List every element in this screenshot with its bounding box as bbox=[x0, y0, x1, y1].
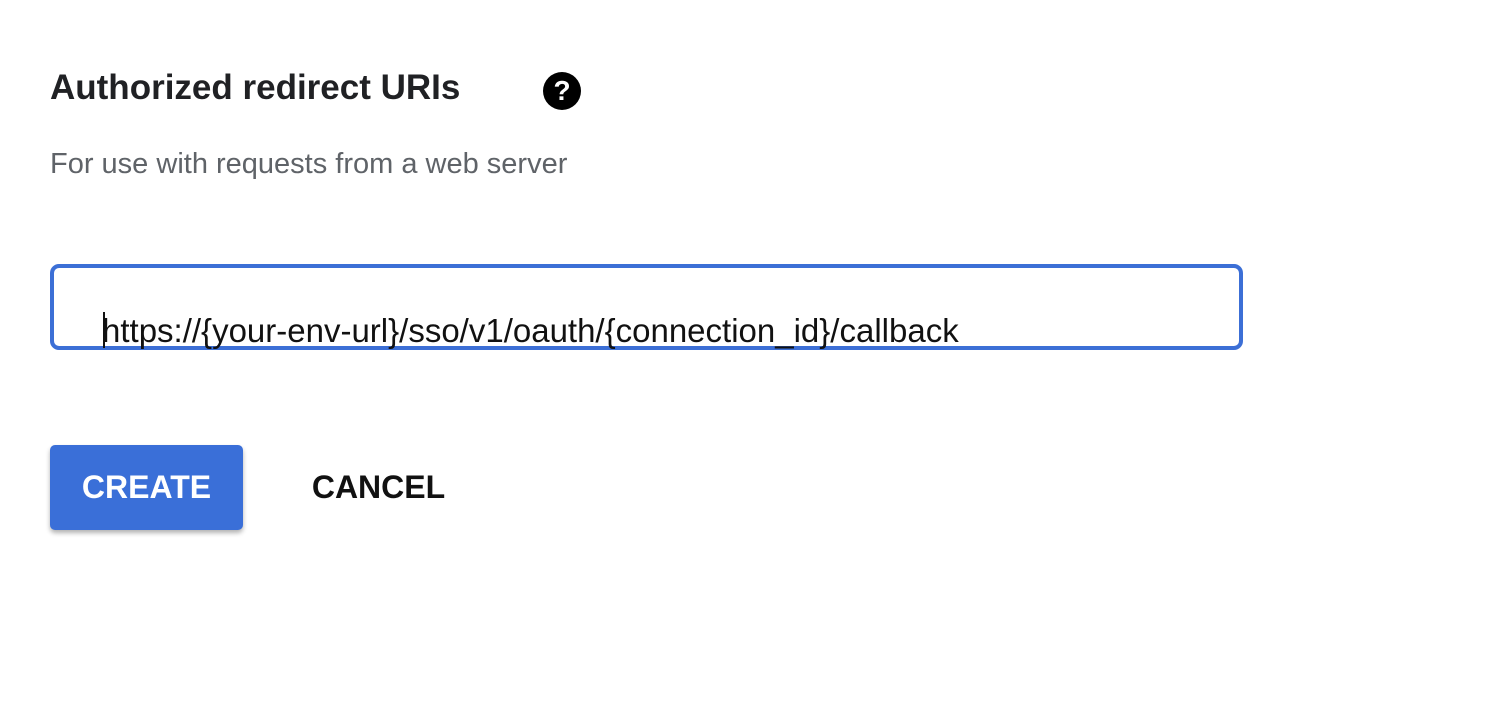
cancel-button[interactable]: CANCEL bbox=[311, 469, 446, 505]
help-icon[interactable]: ? bbox=[543, 72, 581, 110]
create-button[interactable]: CREATE bbox=[50, 445, 243, 530]
section-title: Authorized redirect URIs bbox=[50, 68, 461, 107]
text-caret bbox=[103, 312, 105, 348]
redirect-uri-value: https://{your-env-url}/sso/v1/oauth/{con… bbox=[102, 312, 959, 349]
redirect-uri-input[interactable]: https://{your-env-url}/sso/v1/oauth/{con… bbox=[50, 264, 1243, 350]
section-subtitle: For use with requests from a web server bbox=[50, 148, 568, 180]
